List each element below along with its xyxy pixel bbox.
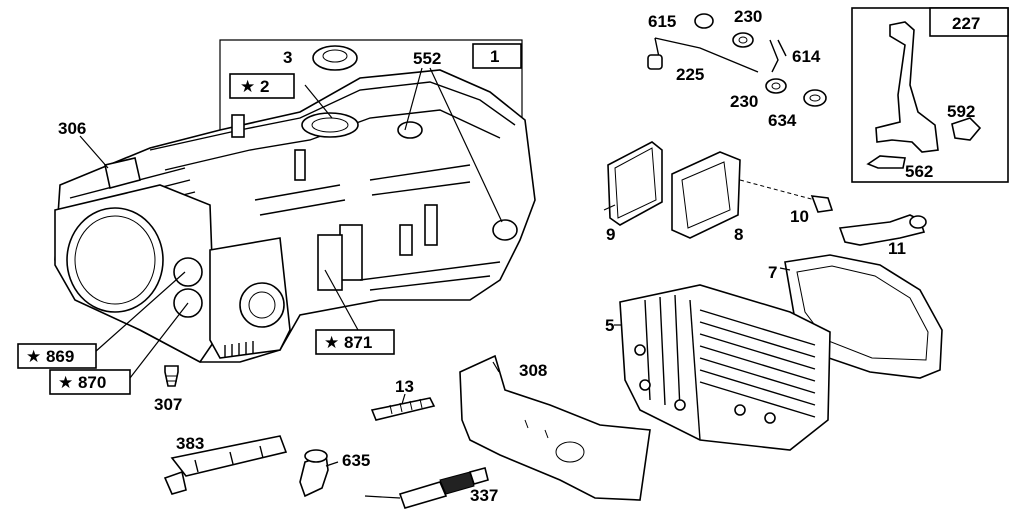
callout-562: 562 [905, 162, 933, 181]
callout-869-box [17, 343, 97, 369]
callout-869: ★ 869 [26, 347, 74, 366]
callout-13: 13 [395, 377, 414, 396]
callout-227: 227 [952, 14, 980, 33]
callout-labels: 615 230 614 225 230 634 227 592 562 3 55… [17, 7, 980, 505]
callout-1: 1 [490, 47, 499, 66]
callout-10: 10 [790, 207, 809, 226]
callout-11: 11 [888, 239, 906, 258]
callout-225: 225 [676, 65, 704, 84]
callout-870: ★ 870 [58, 373, 106, 392]
callout-871-box [315, 329, 395, 355]
stud-part [370, 397, 436, 421]
spark-plug-part [398, 467, 489, 509]
callout-5: 5 [605, 316, 614, 335]
callout-230-top: 230 [734, 7, 762, 26]
dipstick-tube-part [163, 435, 288, 495]
cotter-pin-part [769, 39, 787, 73]
callout-615: 615 [648, 12, 676, 31]
breather-gasket-part [607, 141, 663, 226]
leader-lines [79, 67, 791, 499]
clip-part [694, 13, 714, 29]
callout-614: 614 [792, 47, 821, 66]
callout-230-bottom: 230 [730, 92, 758, 111]
elbow-fitting-part [299, 449, 329, 498]
crankcase-assembly [54, 39, 536, 364]
callout-3: 3 [283, 48, 292, 67]
callout-383: 383 [176, 434, 204, 453]
callout-552: 552 [413, 49, 441, 68]
callout-871: ★ 871 [324, 333, 372, 352]
callout-870-box [49, 369, 131, 395]
callout-337: 337 [470, 486, 498, 505]
callout-2-box [229, 73, 295, 99]
callout-307: 307 [154, 395, 182, 414]
air-shroud-part [459, 354, 651, 501]
callout-592: 592 [947, 102, 975, 121]
breather-tube-part [838, 214, 927, 246]
callout-635: 635 [342, 451, 370, 470]
breather-part [671, 151, 741, 239]
washer-parts [732, 32, 827, 107]
callout-9: 9 [606, 225, 615, 244]
bolt-part [164, 365, 179, 387]
governor-lever-group [851, 7, 1009, 183]
callout-2: ★ 2 [240, 77, 269, 96]
link-rod-part [647, 37, 759, 73]
callout-308: 308 [519, 361, 547, 380]
screw-part [739, 179, 834, 213]
callout-8: 8 [734, 225, 743, 244]
callout-7: 7 [768, 263, 777, 282]
oil-seal-part [312, 45, 358, 71]
callout-1-box [472, 43, 522, 69]
callout-634: 634 [768, 111, 797, 130]
cylinder-head-part [619, 284, 831, 451]
callout-306: 306 [58, 119, 86, 138]
